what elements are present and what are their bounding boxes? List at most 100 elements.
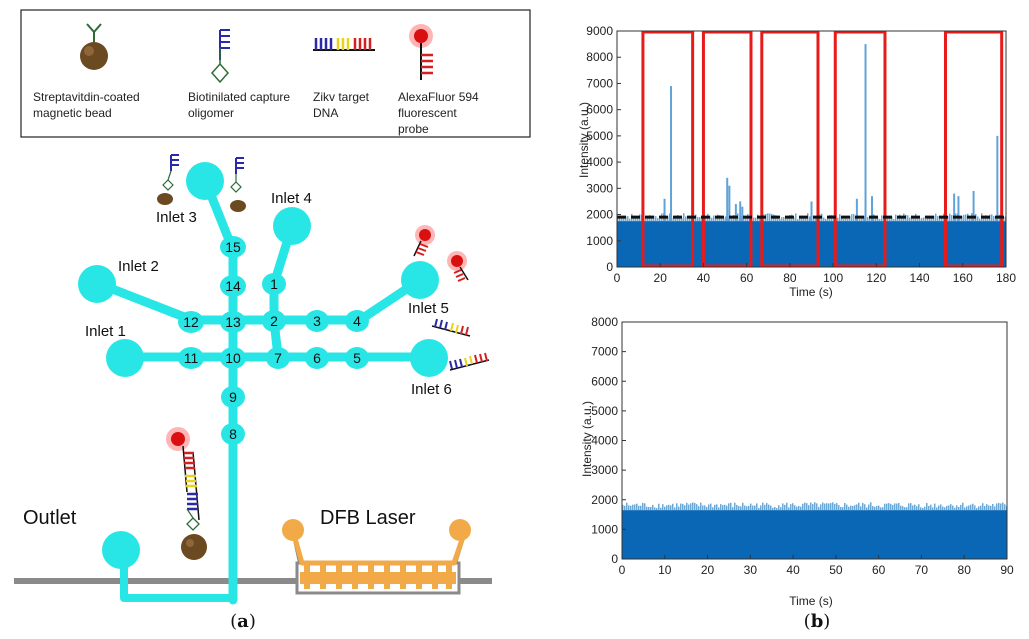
svg-text:2: 2	[270, 313, 278, 329]
x-tick-label: 40	[786, 563, 800, 577]
noise-spike	[696, 504, 698, 511]
noise-spike	[846, 504, 848, 511]
noise-spike	[767, 213, 769, 222]
noise-spike	[795, 213, 797, 222]
noise-spike	[875, 218, 877, 222]
inlet-5-probe-icon	[413, 225, 469, 282]
valve-nodes: 1 2 3 4 5 6 7 8 9 10 11 12 13 14 15	[178, 236, 369, 445]
noise-spike	[923, 217, 925, 222]
noise-spike	[820, 504, 822, 511]
noise-spike	[815, 216, 817, 222]
noise-spike	[926, 503, 928, 511]
noise-spike	[805, 218, 807, 222]
noise-spike	[782, 503, 784, 511]
detection-window-5	[943, 30, 1004, 268]
noise-floor-band	[622, 510, 1007, 559]
noise-spike	[868, 504, 870, 511]
noise-spike	[802, 503, 804, 511]
noise-spike	[662, 504, 664, 511]
noise-spike	[887, 218, 889, 222]
noise-spike	[809, 216, 811, 222]
noise-spike	[970, 504, 972, 511]
noise-spike	[960, 504, 962, 511]
noise-spike	[742, 502, 744, 511]
noise-spike	[918, 504, 920, 511]
noise-spike	[912, 505, 914, 511]
x-tick-label: 90	[1000, 563, 1014, 577]
svg-text:9: 9	[229, 389, 237, 405]
noise-spike	[925, 218, 927, 222]
noise-spike	[724, 504, 726, 511]
svg-text:1: 1	[270, 276, 278, 292]
noise-spike	[646, 506, 648, 511]
bead-complex-icon	[166, 427, 207, 560]
noise-spike	[941, 218, 943, 222]
noise-spike	[772, 507, 774, 511]
node-10: 10	[220, 347, 246, 369]
node-1: 1	[262, 273, 286, 295]
node-15: 15	[220, 236, 246, 258]
noise-spike	[687, 217, 689, 222]
y-tick-label: 4000	[586, 155, 613, 169]
noise-spike	[755, 217, 757, 222]
noise-spike	[800, 506, 802, 511]
noise-spike	[647, 217, 649, 222]
noise-spike	[787, 216, 789, 222]
noise-spike	[946, 505, 948, 511]
signal-peak-13	[957, 196, 960, 222]
svg-text:6: 6	[313, 350, 321, 366]
noise-spike	[879, 219, 881, 222]
noise-spike	[776, 508, 778, 511]
noise-spike	[667, 216, 669, 222]
noise-spike	[880, 507, 882, 511]
noise-spike	[672, 503, 674, 511]
noise-spike	[623, 217, 625, 222]
noise-spike	[683, 213, 685, 222]
noise-spike	[790, 504, 792, 511]
noise-spike	[954, 507, 956, 511]
outlet-reservoir	[102, 531, 140, 569]
noise-spike	[1000, 503, 1002, 511]
zikv-dna-icon	[313, 38, 375, 51]
noise-spike	[900, 505, 902, 511]
noise-spike	[738, 505, 740, 511]
noise-spike	[844, 503, 846, 511]
inlet-5-reservoir	[401, 261, 439, 299]
noise-spike	[781, 217, 783, 222]
signal-peak-9	[855, 198, 858, 222]
legend-dna-label-2: DNA	[313, 106, 338, 120]
svg-text:11: 11	[184, 350, 199, 366]
node-8: 8	[221, 423, 245, 445]
x-tick-label: 60	[872, 563, 886, 577]
noise-spike	[904, 507, 906, 511]
y-tick-label: 3000	[591, 463, 618, 477]
noise-spike	[978, 506, 980, 511]
noise-spike	[818, 507, 820, 511]
node-11: 11	[178, 347, 204, 369]
noise-spike	[685, 216, 687, 222]
node-13: 13	[220, 311, 246, 333]
noise-spike	[921, 217, 923, 222]
noise-spike	[1004, 504, 1006, 511]
noise-spike	[785, 217, 787, 222]
capture-oligomer-icon	[210, 29, 230, 84]
y-tick-label: 2000	[586, 208, 613, 222]
legend-frame	[20, 9, 531, 138]
noise-spike	[624, 505, 626, 511]
noise-spike	[764, 504, 766, 511]
y-tick-label: 2000	[591, 493, 618, 507]
y-tick-label: 0	[611, 552, 618, 566]
noise-spike	[682, 503, 684, 511]
noise-spike	[907, 215, 909, 222]
noise-spike	[851, 214, 853, 222]
noise-spike	[669, 213, 671, 222]
noise-spike	[704, 505, 706, 511]
noise-spike	[965, 214, 967, 222]
noise-spike	[823, 217, 825, 222]
noise-spike	[754, 505, 756, 511]
noise-spike	[753, 217, 755, 222]
signal-peak-14	[972, 190, 975, 222]
inlet-1-label: Inlet 1	[85, 323, 126, 340]
noise-spike	[942, 506, 944, 511]
noise-spike	[714, 504, 716, 511]
